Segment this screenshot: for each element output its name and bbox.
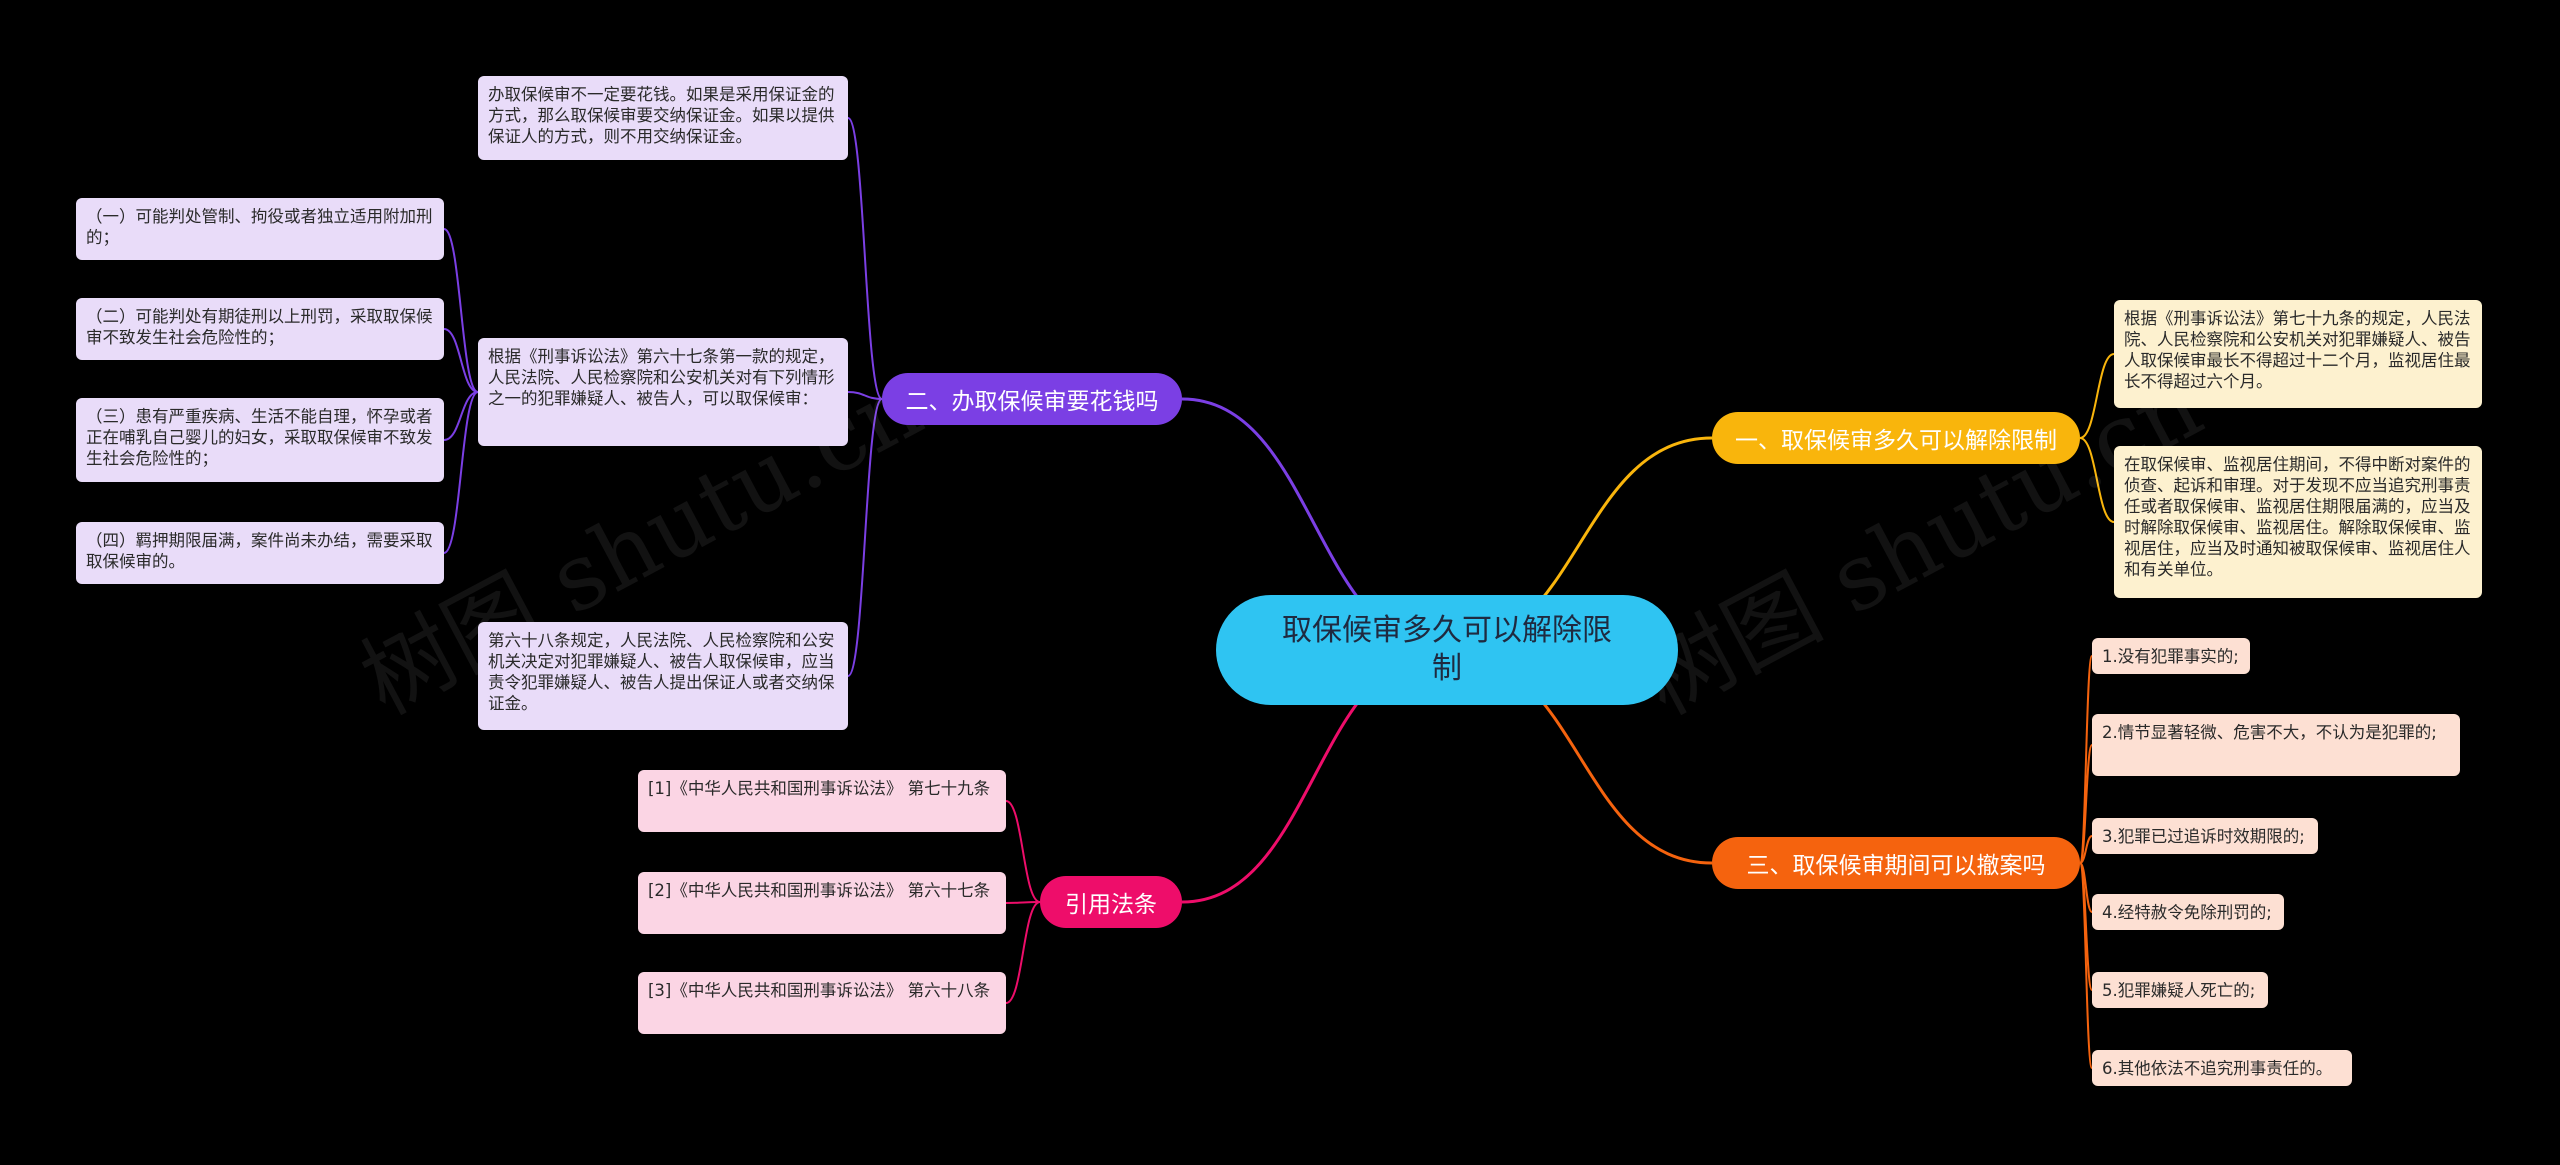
link-b3-leaf6 (2079, 862, 2093, 1069)
leaf-cost-sub-3[interactable]: （三）患有严重疾病、生活不能自理，怀孕或者正在哺乳自己婴儿的妇女，采取取保候审不… (76, 398, 444, 482)
link-b4-leaf3 (1005, 901, 1041, 1004)
link-b2-sub4 (443, 391, 479, 554)
branch-citations[interactable]: 引用法条 (1040, 876, 1182, 928)
leaf-withdraw-5[interactable]: 5.犯罪嫌疑人死亡的; (2092, 972, 2268, 1008)
link-b2-sub3 (443, 391, 479, 441)
leaf-withdraw-4[interactable]: 4.经特赦令免除刑罚的; (2092, 894, 2284, 930)
branch-cost-label: 二、办取保候审要花钱吗 (905, 389, 1159, 415)
leaf-cost-sub-1[interactable]: （一）可能判处管制、拘役或者独立适用附加刑的； (76, 198, 444, 260)
branch-withdraw-label: 三、取保候审期间可以撤案吗 (1746, 853, 2046, 879)
branch-cost[interactable]: 二、办取保候审要花钱吗 (882, 373, 1182, 425)
leaf-withdraw-2[interactable]: 2.情节显著轻微、危害不大，不认为是犯罪的; (2092, 714, 2460, 776)
link-b2-leaf3 (847, 398, 883, 677)
link-b1-leaf1 (2079, 353, 2115, 439)
leaf-withdraw-6[interactable]: 6.其他依法不追究刑事责任的。 (2092, 1050, 2352, 1086)
link-b2-sub2 (443, 328, 479, 393)
leaf-withdraw-1[interactable]: 1.没有犯罪事实的; (2092, 638, 2250, 674)
root-topic[interactable]: 取保候审多久可以解除限制 (1216, 595, 1678, 705)
leaf-duration-2[interactable]: 在取保候审、监视居住期间，不得中断对案件的侦查、起诉和审理。对于发现不应当追究刑… (2114, 446, 2482, 598)
link-b4-leaf1 (1005, 800, 1041, 903)
branch-duration[interactable]: 一、取保候审多久可以解除限制 (1712, 412, 2080, 464)
branch-citations-label: 引用法条 (1065, 892, 1157, 918)
link-b2-sub1 (443, 228, 479, 393)
root-topic-label: 取保候审多久可以解除限制 (1282, 613, 1612, 686)
leaf-cost-1[interactable]: 办取保候审不一定要花钱。如果是采用保证金的方式，那么取保候审要交纳保证金。如果以… (478, 76, 848, 160)
link-b3-leaf1 (2079, 655, 2093, 864)
leaf-cost-sub-2[interactable]: （二）可能判处有期徒刑以上刑罚，采取取保候审不致发生社会危险性的； (76, 298, 444, 360)
branch-duration-label: 一、取保候审多久可以解除限制 (1735, 428, 2057, 454)
link-b3-leaf3 (2079, 835, 2093, 864)
leaf-cost-3[interactable]: 第六十八条规定，人民法院、人民检察院和公安机关决定对犯罪嫌疑人、被告人取保候审，… (478, 622, 848, 730)
leaf-duration-1[interactable]: 根据《刑事诉讼法》第七十九条的规定，人民法院、人民检察院和公安机关对犯罪嫌疑人、… (2114, 300, 2482, 408)
leaf-cost-2[interactable]: 根据《刑事诉讼法》第六十七条第一款的规定，人民法院、人民检察院和公安机关对有下列… (478, 338, 848, 446)
link-b2-leaf2 (847, 391, 883, 400)
leaf-citation-2[interactable]: [2]《中华人民共和国刑事诉讼法》 第六十七条 (638, 872, 1006, 934)
leaf-citation-1[interactable]: [1]《中华人民共和国刑事诉讼法》 第七十九条 (638, 770, 1006, 832)
leaf-withdraw-3[interactable]: 3.犯罪已过追诉时效期限的; (2092, 818, 2318, 854)
branch-withdraw[interactable]: 三、取保候审期间可以撤案吗 (1712, 837, 2080, 889)
leaf-cost-sub-4[interactable]: （四）羁押期限届满，案件尚未办结，需要采取取保候审的。 (76, 522, 444, 584)
link-b1-leaf2 (2079, 437, 2115, 523)
link-b4-leaf2 (1005, 901, 1041, 904)
link-b2-leaf1 (847, 117, 883, 400)
leaf-citation-3[interactable]: [3]《中华人民共和国刑事诉讼法》 第六十八条 (638, 972, 1006, 1034)
link-b3-leaf2 (2079, 744, 2093, 864)
